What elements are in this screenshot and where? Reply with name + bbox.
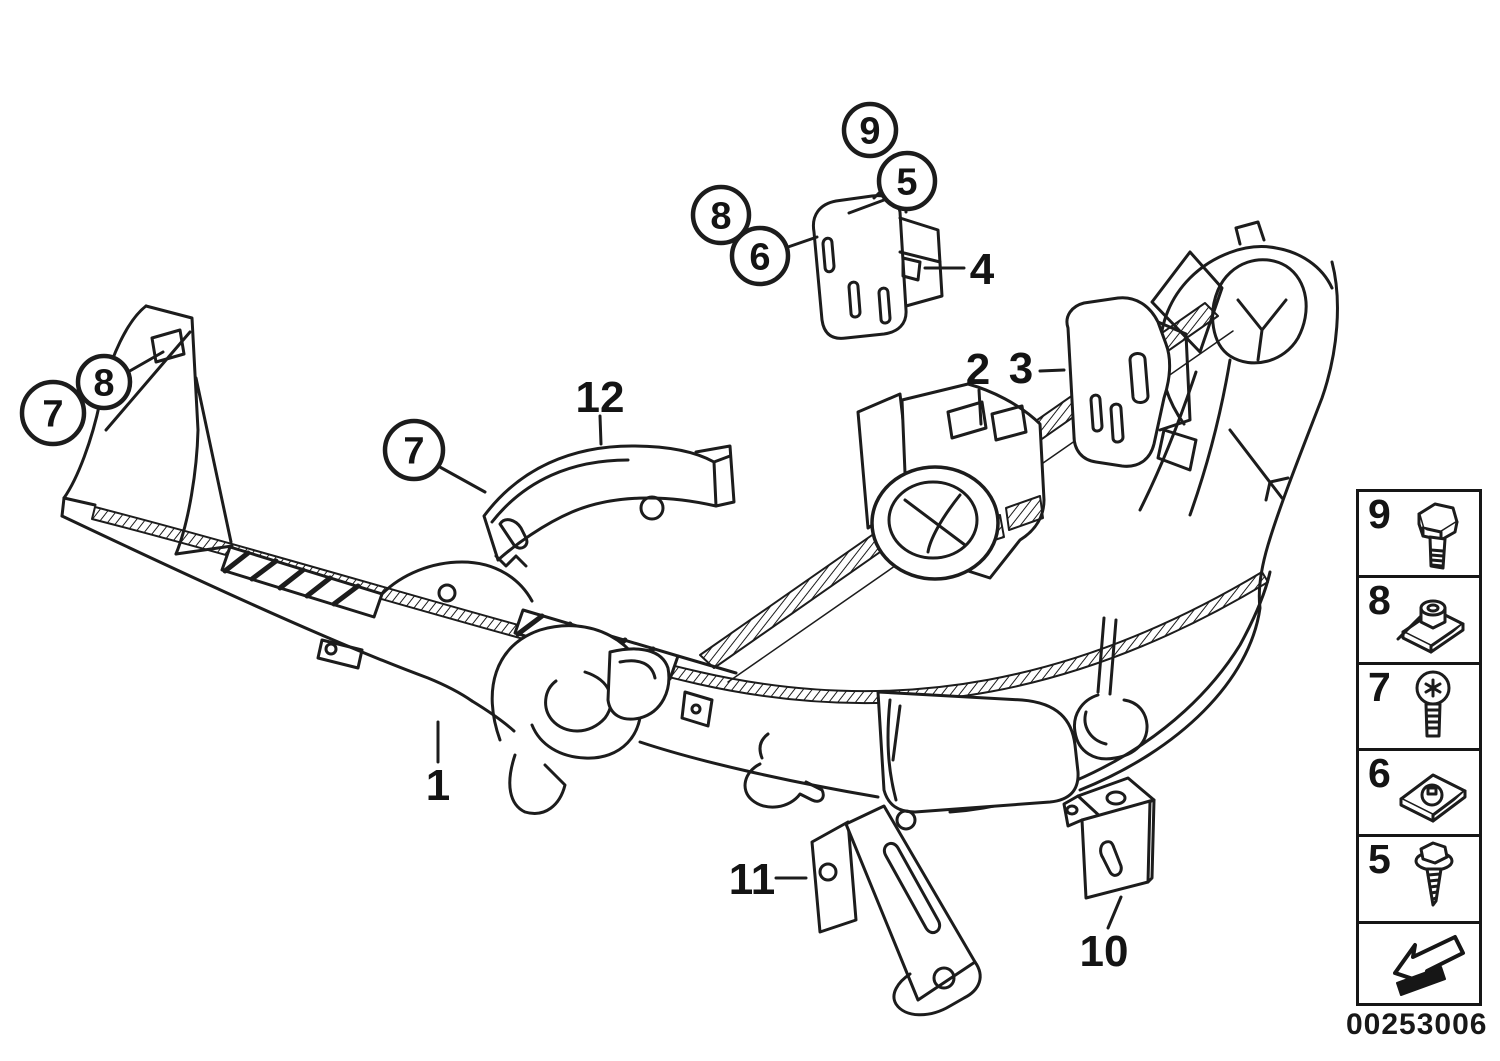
callout-circle-7-left[interactable]: 7 [19, 379, 87, 447]
callout-circle-5[interactable]: 5 [876, 150, 938, 212]
diagram-number: 00253006 [1346, 1008, 1488, 1041]
cage-clip-nut-icon [1396, 599, 1465, 654]
hex-bolt-icon [1417, 502, 1459, 570]
part-2-actuator [856, 382, 1046, 581]
fastener-legend: 9 8 [1356, 489, 1482, 1006]
legend-item-7[interactable]: 7 [1359, 661, 1479, 748]
legend-item-9[interactable]: 9 [1359, 492, 1479, 575]
callout-label-3[interactable]: 3 [1009, 344, 1033, 393]
callout-label-12[interactable]: 12 [576, 373, 625, 422]
part-10-angle-bracket [1062, 776, 1156, 900]
direction-arrow-icon [1393, 935, 1465, 997]
part-3-holder-plate [1065, 296, 1198, 472]
legend-number: 8 [1368, 577, 1391, 624]
callout-circle-8-top[interactable]: 8 [690, 184, 752, 246]
legend-item-5[interactable]: 5 [1359, 834, 1479, 920]
callout-circle-7-mid[interactable]: 7 [382, 418, 446, 482]
callout-circle-6[interactable]: 6 [729, 225, 791, 287]
leader-lines [126, 198, 1123, 930]
svg-text:9: 9 [859, 111, 880, 153]
legend-number: 6 [1368, 749, 1391, 796]
svg-text:8: 8 [93, 363, 114, 405]
torx-screw-icon [1415, 670, 1451, 738]
callout-label-2[interactable]: 2 [966, 345, 990, 394]
legend-item-6[interactable]: 6 [1359, 747, 1479, 834]
callout-circle-9[interactable]: 9 [841, 101, 899, 159]
legend-item-direction[interactable] [1359, 920, 1479, 1003]
callout-label-11[interactable]: 11 [729, 855, 776, 904]
svg-text:6: 6 [749, 237, 770, 279]
callout-circle-8-left[interactable]: 8 [75, 353, 133, 411]
callout-label-4[interactable]: 4 [970, 245, 995, 294]
svg-text:5: 5 [896, 162, 917, 204]
legend-number: 7 [1368, 663, 1391, 710]
svg-text:7: 7 [403, 431, 424, 473]
callouts: 9 5 8 6 8 7 7 [19, 101, 1129, 976]
part-11-support-strut [810, 804, 982, 1017]
callout-label-1[interactable]: 1 [426, 761, 450, 810]
legend-number: 5 [1368, 836, 1391, 883]
part-4-bracket [811, 182, 944, 340]
svg-text:8: 8 [710, 196, 731, 238]
legend-number: 9 [1368, 491, 1391, 537]
self-tapping-screw-icon [1414, 841, 1454, 907]
callout-label-10[interactable]: 10 [1080, 927, 1129, 976]
svg-text:7: 7 [42, 394, 63, 436]
flat-clip-nut-icon [1399, 773, 1467, 823]
part-12-strap-bracket [482, 444, 736, 568]
legend-item-8[interactable]: 8 [1359, 575, 1479, 661]
